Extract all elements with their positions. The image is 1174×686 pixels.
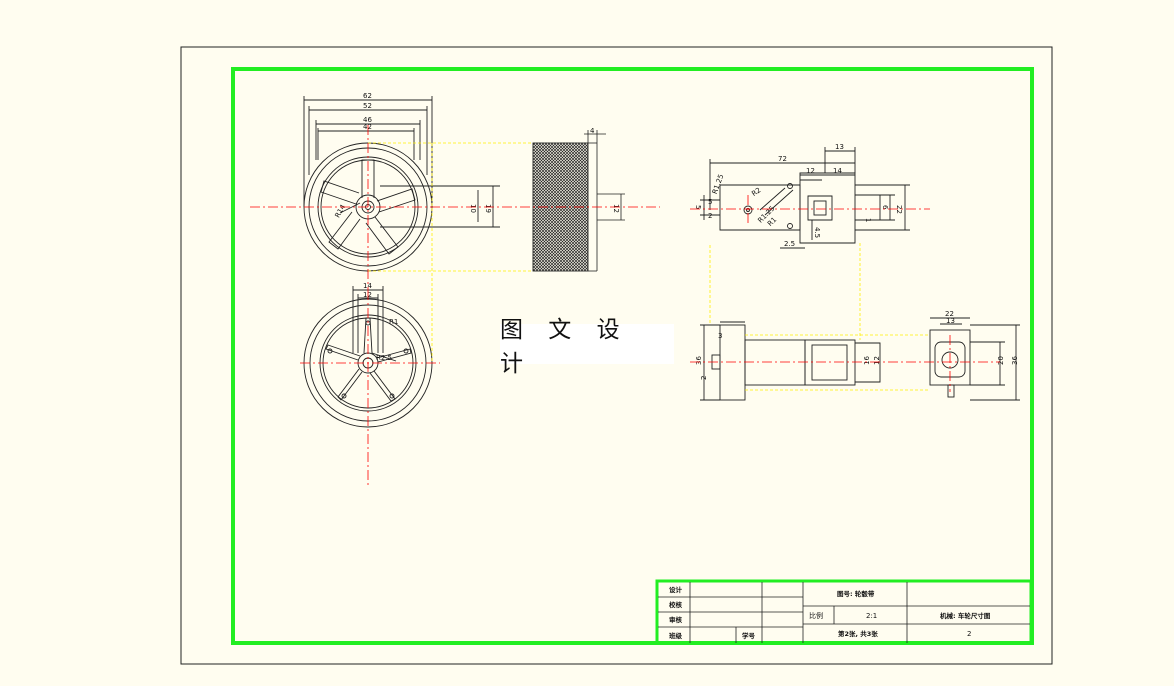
title-cell-material: 图号: 轮毂带 [837, 589, 875, 598]
dim-label: 4 [590, 127, 595, 135]
projection-lines [368, 142, 930, 391]
dim-label: 52 [363, 102, 372, 110]
part-top-view [700, 317, 1020, 401]
title-cell-sheet: 第2张, 共3张 [838, 629, 878, 638]
dim-label: 13 [835, 143, 844, 151]
title-cell-checker: 校核 [669, 600, 683, 609]
dim-label: 12 [873, 356, 881, 365]
watermark-text: 图 文 设 计 [500, 317, 674, 377]
dim-label: 6 [881, 205, 889, 210]
dim-label: 22 [895, 205, 903, 214]
dim-label: 19 [484, 204, 492, 213]
dim-label: 4.5 [813, 227, 821, 238]
dim-label: 20 [997, 356, 1005, 365]
dim-label: 22 [945, 310, 954, 318]
wheel-front-dim-labels: 62 52 46 42 10 19 R14 [334, 92, 492, 219]
dim-label: 12 [806, 167, 815, 175]
title-cell-student-id: 学号 [742, 631, 756, 640]
outer-border [180, 46, 1053, 665]
dim-label: 62 [363, 92, 372, 100]
dim-label: 46 [363, 116, 372, 124]
dim-label: 72 [778, 155, 787, 163]
dim-label: 1 [864, 218, 872, 222]
dim-label: 10 [469, 204, 477, 213]
dim-label: 13 [946, 317, 955, 325]
title-cell-sheet-number: 2 [967, 630, 971, 638]
dim-label: 12 [363, 291, 372, 299]
dim-label: 36 [1011, 356, 1019, 365]
title-cell-ratio-label: 比例 [809, 611, 823, 620]
dim-label: 42 [363, 123, 372, 131]
title-cell-class: 班级 [669, 631, 683, 640]
dim-label: R1 [389, 318, 398, 326]
top-view-dim-labels: 3 36 2 22 13 16 12 20 36 [695, 310, 1019, 380]
dim-label: 3 [718, 332, 722, 340]
title-block: 设计 校核 审核 班级 学号 图号: 轮毂带 比例 2:1 机械: 车轮尺寸图 … [655, 579, 1033, 645]
dim-label: 5 [708, 198, 712, 206]
title-cell-designer: 设计 [669, 585, 683, 594]
dim-label: 14 [833, 167, 842, 175]
tire-section: 4 12 [532, 127, 625, 272]
side-view-dim-labels: 72 13 12 14 R1.25 R2 R1.25 R1 5 5 2 6 22… [694, 143, 903, 248]
title-cell-reviewer: 审核 [669, 615, 683, 624]
wheel-back-dim-labels: 14 12 R1 R2.5 [363, 282, 398, 362]
title-cell-drawing-name: 机械: 车轮尺寸图 [940, 611, 991, 620]
dim-label: R1.25 [711, 173, 726, 195]
center-lines [250, 125, 1000, 485]
title-cell-ratio-value: 2:1 [866, 612, 877, 620]
drawing-frame [231, 67, 1034, 645]
dim-label: 16 [863, 356, 871, 365]
dim-label: 2 [708, 212, 712, 220]
dim-label: R14 [334, 203, 348, 219]
dim-label: 2.5 [784, 240, 795, 248]
part-side-view [700, 147, 910, 249]
dim-label: 5 [694, 205, 702, 209]
dim-label: 36 [695, 356, 703, 365]
dim-label: 14 [363, 282, 372, 290]
dim-label: 12 [612, 204, 620, 213]
dim-label: R2.5 [376, 354, 392, 362]
wheel-front-view [303, 96, 500, 272]
dim-label: R2 [750, 186, 762, 198]
dim-label: 2 [700, 376, 708, 380]
